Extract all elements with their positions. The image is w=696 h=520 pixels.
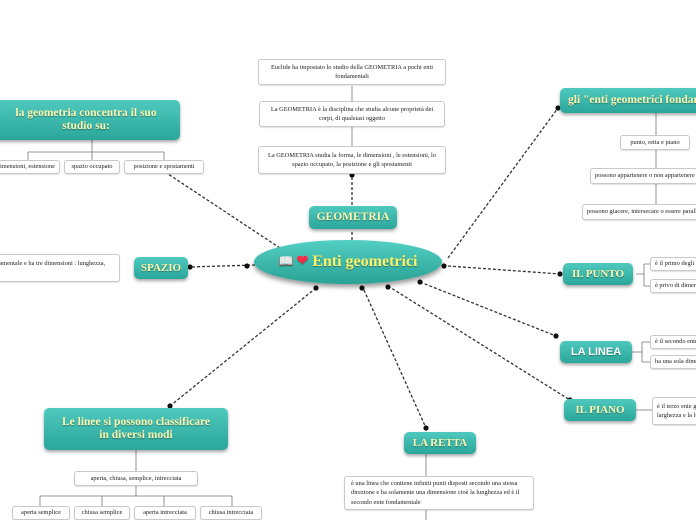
link-central-studio (152, 163, 281, 249)
topic-linee[interactable]: Le linee si possono classificare in dive… (44, 408, 228, 450)
topic-punto-label: IL PUNTO (571, 267, 625, 280)
note-text: La GEOMETRIA è la disciplina che studia … (270, 105, 434, 122)
connector-dot (385, 284, 391, 290)
connector-dot (417, 279, 423, 285)
item-text: dimensioni, estensione (0, 163, 55, 171)
linea-item-2[interactable]: ha una sola dimensione (650, 355, 696, 369)
topic-enti-fondamentali[interactable]: gli "enti geometrici fondamentali" (560, 88, 696, 113)
item-text: è il secondo ente geometrico (655, 338, 696, 346)
item-text: è privo di dimensioni (655, 282, 696, 290)
connector-dot (167, 403, 173, 409)
item-text: aperta, chiusa, semplice, intrecciata (90, 474, 182, 482)
linee-item-2[interactable]: chiusa semplice (74, 506, 130, 520)
link-central-punto (447, 265, 561, 275)
item-text: posizione e spostamenti (133, 163, 195, 171)
topic-spazio[interactable]: SPAZIO (134, 257, 188, 279)
topic-linea-label: LA LINEA (570, 345, 622, 358)
topic-retta[interactable]: LA RETTA (404, 432, 476, 454)
topic-retta-label: LA RETTA (412, 436, 468, 449)
topic-linee-label: Le linee si possono classificare in dive… (61, 415, 210, 441)
spazio-note[interactable]: ente geometrico fondamentale e ha tre di… (0, 254, 120, 282)
item-text: ha una sola dimensione (655, 358, 696, 366)
note-text: ente geometrico fondamentale e ha tre di… (0, 259, 106, 267)
topic-linea[interactable]: LA LINEA (560, 341, 632, 363)
central-title: Enti geometrici (312, 252, 418, 270)
heart-icon: ❤ (296, 253, 309, 269)
topic-geometria-label: GEOMETRIA (316, 210, 390, 223)
geometria-note-1[interactable]: Euclide ha impostato lo studio della GEO… (258, 59, 446, 85)
topic-piano[interactable]: IL PIANO (564, 399, 636, 421)
link-linea-items (632, 341, 650, 363)
enti-item-1[interactable]: punto, retta e piano (620, 135, 690, 150)
item-text: punto, retta e piano (630, 138, 680, 146)
geometria-note-3[interactable]: La GEOMETRIA studia la forma, le dimensi… (258, 146, 446, 174)
book-icon: 📖 (278, 254, 294, 269)
connector-dot (244, 263, 250, 269)
connector-dot (423, 425, 429, 431)
topic-piano-label: IL PIANO (575, 403, 625, 416)
connector-dot (441, 263, 447, 269)
note-text: è una linea che contiene infiniti punti … (351, 480, 520, 506)
item-text: possono giacere, intersecare o essere pa… (587, 208, 696, 216)
connector-dot (555, 105, 561, 111)
enti-item-3[interactable]: possono giacere, intersecare o essere pa… (582, 204, 696, 220)
item-text: aperta semplice (21, 509, 61, 517)
enti-item-2[interactable]: possono appartenere o non appartenere (590, 168, 696, 184)
link-central-linee (169, 287, 317, 407)
note-text: è il terzo ente geometrico ovvero la lar… (657, 402, 696, 419)
retta-note[interactable]: è una linea che contiene infiniti punti … (344, 476, 534, 510)
item-text: chiusa semplice (81, 509, 123, 517)
punto-item-2[interactable]: è privo di dimensioni (650, 279, 696, 293)
studio-item-1[interactable]: dimensioni, estensione (0, 160, 60, 174)
topic-spazio-label: SPAZIO (140, 261, 182, 274)
item-text: chiusa intrecciata (208, 509, 254, 517)
topic-studio-label: la geometria concentra il suo studio su: (15, 106, 157, 132)
connector-dot (359, 285, 365, 291)
link-central-spazio (189, 264, 256, 268)
link-central-enti (447, 107, 559, 259)
connector-dot (313, 285, 319, 291)
connector-dot (557, 271, 563, 277)
linea-item-1[interactable]: è il secondo ente geometrico (650, 335, 696, 349)
linee-item-4[interactable]: chiusa intrecciata (200, 506, 262, 520)
item-text: aperta intrecciata (143, 509, 187, 517)
piano-note[interactable]: è il terzo ente geometrico ovvero la lar… (652, 397, 696, 425)
topic-enti-label: gli "enti geometrici fondamentali" (568, 93, 696, 106)
punto-item-1[interactable]: è il primo degli enti (650, 257, 696, 271)
item-text: spazio occupato (71, 163, 113, 171)
link-central-retta (363, 289, 427, 429)
item-text: possono appartenere o non appartenere (595, 172, 695, 180)
geometria-note-2[interactable]: La GEOMETRIA è la disciplina che studia … (259, 101, 445, 127)
linee-item-1[interactable]: aperta semplice (12, 506, 70, 520)
linee-item-3[interactable]: aperta intrecciata (134, 506, 196, 520)
link-central-linea (419, 281, 557, 337)
item-text: è il primo degli enti (655, 260, 696, 268)
connector-dot (187, 264, 193, 270)
note-text: Euclide ha impostato lo studio della GEO… (270, 63, 434, 80)
studio-item-3[interactable]: posizione e spostamenti (124, 160, 204, 174)
topic-studio[interactable]: la geometria concentra il suo studio su: (0, 100, 180, 140)
topic-punto[interactable]: IL PUNTO (563, 263, 633, 285)
central-topic[interactable]: 📖 ❤ Enti geometrici (254, 240, 442, 284)
linee-summary[interactable]: aperta, chiusa, semplice, intrecciata (74, 471, 198, 486)
link-punto-items (636, 263, 650, 287)
link-linee-items (39, 450, 233, 506)
note-text: La GEOMETRIA studia la forma, le dimensi… (267, 151, 437, 168)
connector-dot (553, 333, 559, 339)
link-central-piano (387, 285, 571, 401)
link-studio-items (27, 140, 165, 160)
topic-geometria[interactable]: GEOMETRIA (309, 206, 397, 229)
studio-item-2[interactable]: spazio occupato (64, 160, 120, 174)
